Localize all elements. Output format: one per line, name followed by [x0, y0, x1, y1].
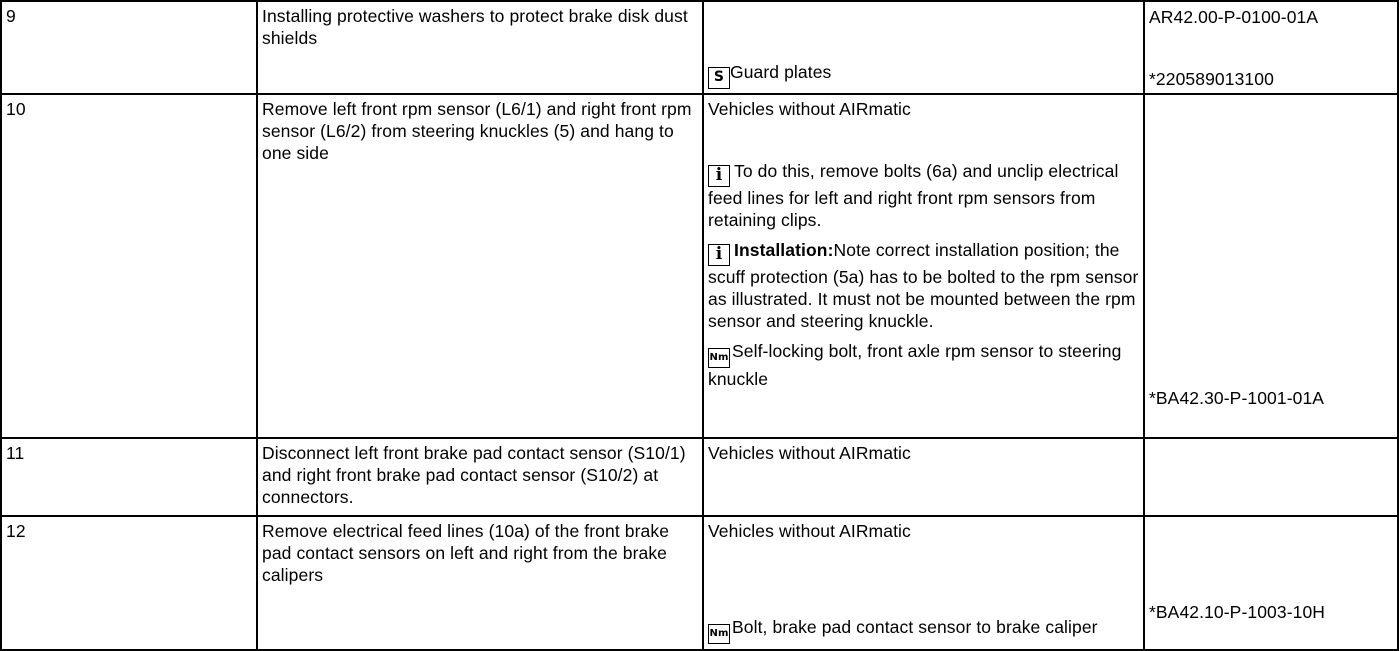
step-number: 12: [0, 515, 258, 651]
info-note-text: Note correct installation position; the …: [708, 240, 1139, 331]
reference-link[interactable]: AR42.00-P-0100-01A: [1149, 7, 1319, 27]
step-reference: *BA42.10-P-1003-10H: [1143, 515, 1399, 651]
table-row: 11 Disconnect left front brake pad conta…: [0, 437, 1399, 517]
reference-link[interactable]: *220589013100: [1149, 69, 1274, 89]
torque-icon: Nm: [708, 624, 730, 644]
description-text: Remove electrical feed lines (10a) of th…: [262, 521, 670, 585]
step-reference: [1143, 437, 1399, 517]
step-description: Remove electrical feed lines (10a) of th…: [256, 515, 704, 651]
tool-label: Guard plates: [730, 62, 832, 82]
step-description: Installing protective washers to protect…: [256, 0, 704, 95]
torque-note-text: Bolt, brake pad contact sensor to brake …: [732, 617, 1098, 637]
condition-text: Vehicles without AIRmatic: [708, 521, 911, 541]
description-text: Remove left front rpm sensor (L6/1) and …: [262, 99, 692, 163]
step-description: Remove left front rpm sensor (L6/1) and …: [256, 93, 704, 439]
step-description: Disconnect left front brake pad contact …: [256, 437, 704, 517]
torque-icon: Nm: [708, 348, 730, 368]
step-number: 11: [0, 437, 258, 517]
description-text: Installing protective washers to protect…: [262, 6, 688, 48]
step-number-text: 12: [6, 521, 26, 541]
step-notes: Vehicles without AIRmatic: [702, 437, 1145, 517]
reference-link[interactable]: *BA42.10-P-1003-10H: [1149, 602, 1326, 622]
table-row: 10 Remove left front rpm sensor (L6/1) a…: [0, 93, 1399, 439]
reference-link[interactable]: *BA42.30-P-1001-01A: [1149, 388, 1325, 408]
step-number-text: 10: [6, 99, 26, 119]
condition-text: Vehicles without AIRmatic: [708, 443, 911, 463]
step-reference: *BA42.30-P-1001-01A: [1143, 93, 1399, 439]
step-number: 10: [0, 93, 258, 439]
description-text: Disconnect left front brake pad contact …: [262, 443, 686, 507]
info-note-text: To do this, remove bolts (6a) and unclip…: [708, 161, 1119, 230]
torque-note-text: Self-locking bolt, front axle rpm sensor…: [708, 341, 1122, 389]
step-number-text: 11: [6, 443, 25, 463]
step-number-text: 9: [6, 6, 16, 26]
special-tool-icon: S: [708, 67, 730, 89]
table-row: 9 Installing protective washers to prote…: [0, 0, 1399, 95]
step-number: 9: [0, 0, 258, 95]
step-reference: AR42.00-P-0100-01A *220589013100: [1143, 0, 1399, 95]
info-icon: i: [708, 244, 730, 266]
info-icon: i: [708, 165, 730, 187]
condition-text: Vehicles without AIRmatic: [708, 99, 911, 119]
table-row: 12 Remove electrical feed lines (10a) of…: [0, 515, 1399, 651]
installation-label: Installation:: [734, 240, 834, 260]
